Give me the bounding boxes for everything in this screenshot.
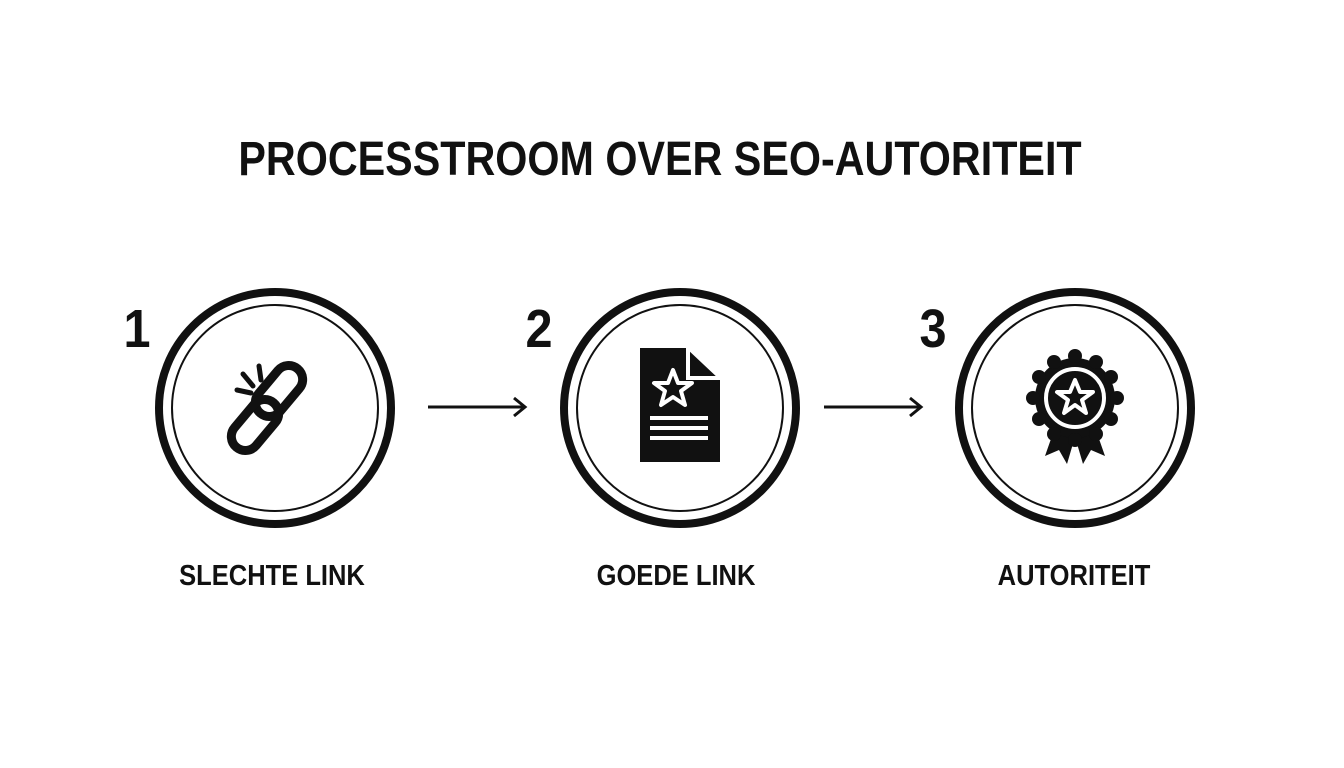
outer-ring	[155, 288, 395, 528]
arrow-right-icon	[428, 396, 528, 418]
diagram-title: PROCESSTROOM OVER SEO-AUTORITEIT	[238, 133, 1082, 186]
step-number-3: 3	[919, 299, 947, 359]
step-label-1: SLECHTE LINK	[179, 560, 365, 592]
step-number-1: 1	[123, 299, 151, 359]
award-badge-icon	[1026, 349, 1124, 464]
inner-ring	[971, 304, 1179, 512]
step-circle-1	[155, 288, 395, 528]
inner-ring	[171, 304, 379, 512]
step-circle-2	[560, 288, 800, 528]
outer-ring	[560, 288, 800, 528]
outer-ring	[955, 288, 1195, 528]
step-label-2: GOEDE LINK	[596, 560, 756, 592]
inner-ring	[576, 304, 784, 512]
broken-chain-link-icon	[226, 361, 308, 455]
step-label-3: AUTORITEIT	[997, 560, 1151, 592]
step-number-2: 2	[525, 299, 553, 359]
arrow-right-icon	[824, 396, 924, 418]
document-star-icon	[640, 348, 720, 462]
step-circle-3	[955, 288, 1195, 528]
